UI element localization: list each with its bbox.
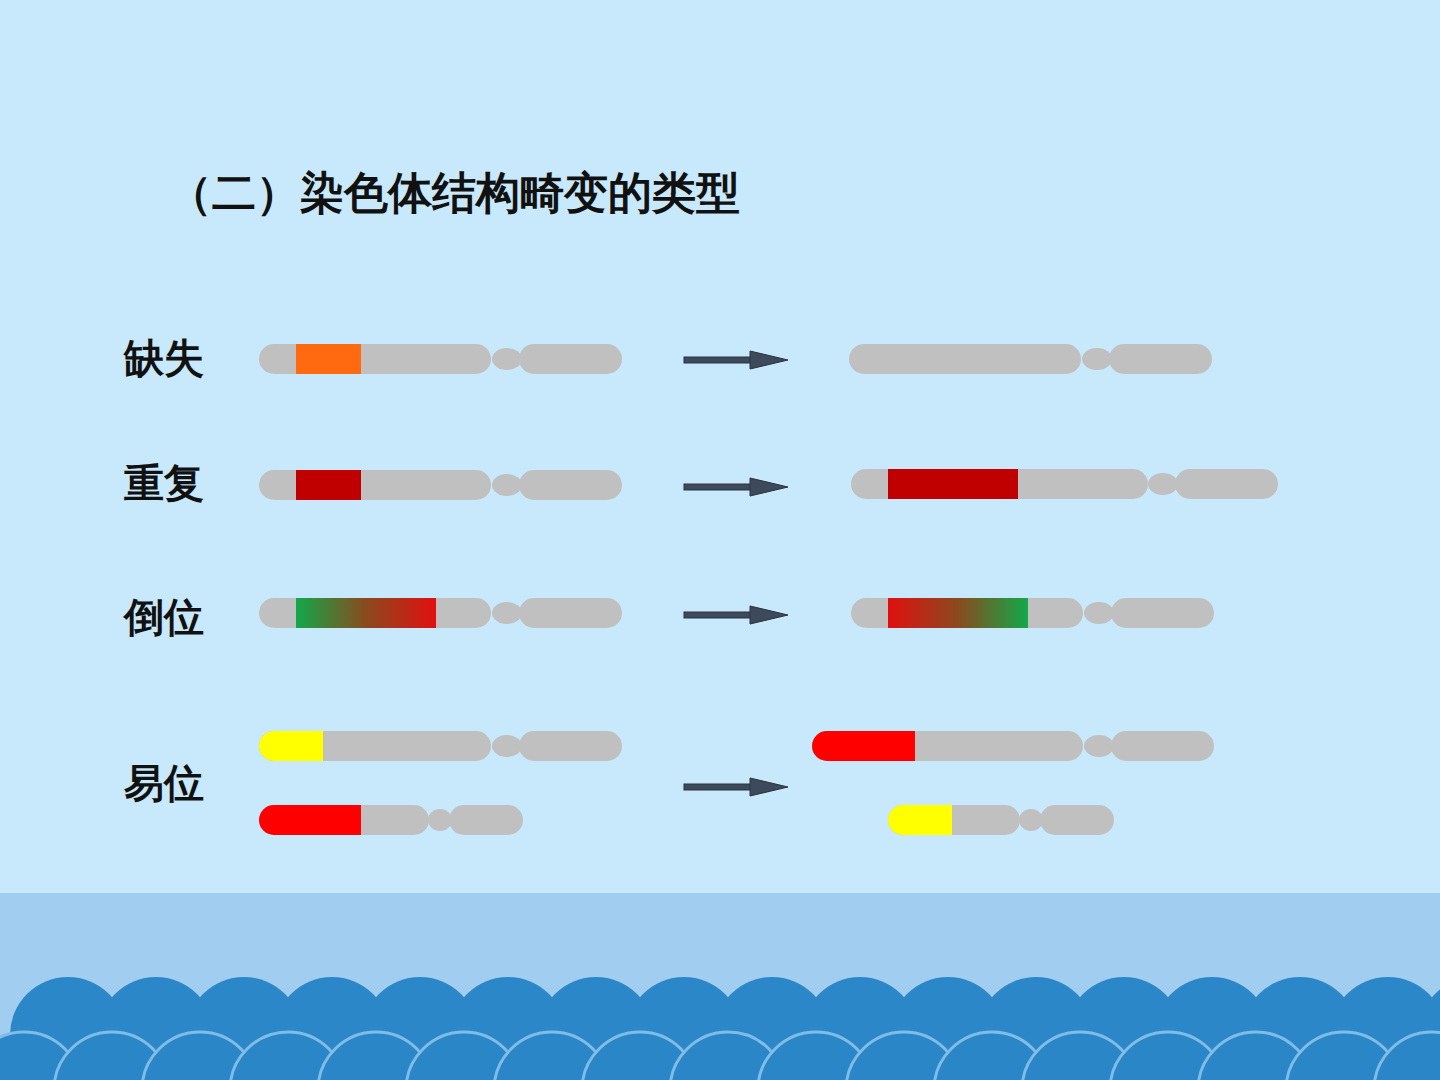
type-label: 重复 [124, 461, 204, 505]
arrows [684, 351, 788, 796]
type-label: 倒位 [124, 595, 204, 639]
wave-decoration [0, 977, 1440, 1080]
type-label: 易位 [124, 761, 204, 805]
type-label: 缺失 [124, 336, 204, 380]
slide-title: （二）染色体结构畸变的类型 [168, 169, 740, 217]
chromosomes [259, 344, 1278, 835]
